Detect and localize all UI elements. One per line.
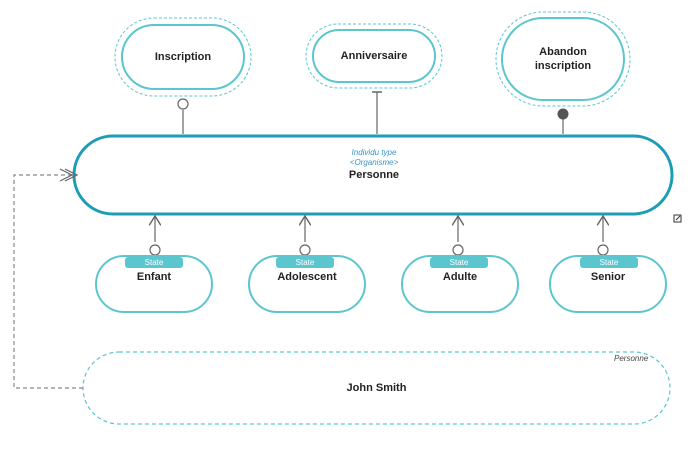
personne-label: Personne <box>348 169 400 181</box>
abandon-inscription-label: Abandon inscription <box>534 46 592 72</box>
adulte-label: Adulte <box>442 271 478 283</box>
anniversaire-label: Anniversaire <box>340 50 408 62</box>
enfant-connector-icon <box>149 244 161 256</box>
inscription-open-circle-icon <box>177 98 189 110</box>
stereotype-line2: <Organisme> <box>349 158 399 167</box>
instance-of-arrowhead-icon <box>59 168 74 182</box>
enfant-label: Enfant <box>136 271 172 283</box>
senior-label: Senior <box>590 271 626 283</box>
instance-of-link <box>13 174 83 389</box>
inscription-state[interactable] <box>121 24 245 90</box>
adulte-state[interactable] <box>401 255 519 313</box>
enfant-state-tag: State <box>125 257 183 268</box>
instance-of-arrowhead-2-icon <box>64 168 79 182</box>
stereotype-line1: Individu type <box>351 148 397 157</box>
adulte-connector-icon <box>452 244 464 256</box>
abandon-state[interactable] <box>501 17 625 101</box>
adolescent-connector-icon <box>299 244 311 256</box>
senior-state[interactable] <box>549 255 667 313</box>
enfant-state[interactable] <box>95 255 213 313</box>
link-icon[interactable] <box>673 214 682 223</box>
instance-type-label: Personne <box>614 354 649 363</box>
abandon-outer-dashed <box>495 11 631 107</box>
anniversaire-state[interactable] <box>312 29 436 83</box>
adolescent-state[interactable] <box>248 255 366 313</box>
abandon-filled-circle-icon <box>557 108 569 120</box>
adolescent-state-tag: State <box>276 257 334 268</box>
adolescent-label: Adolescent <box>277 271 337 283</box>
adulte-state-tag: State <box>430 257 488 268</box>
senior-state-tag: State <box>580 257 638 268</box>
senior-connector-icon <box>597 244 609 256</box>
instance-name-label: John Smith <box>346 382 407 394</box>
inscription-label: Inscription <box>154 51 212 63</box>
personne-block[interactable] <box>72 134 674 216</box>
anniversaire-outer-dashed <box>305 23 443 89</box>
